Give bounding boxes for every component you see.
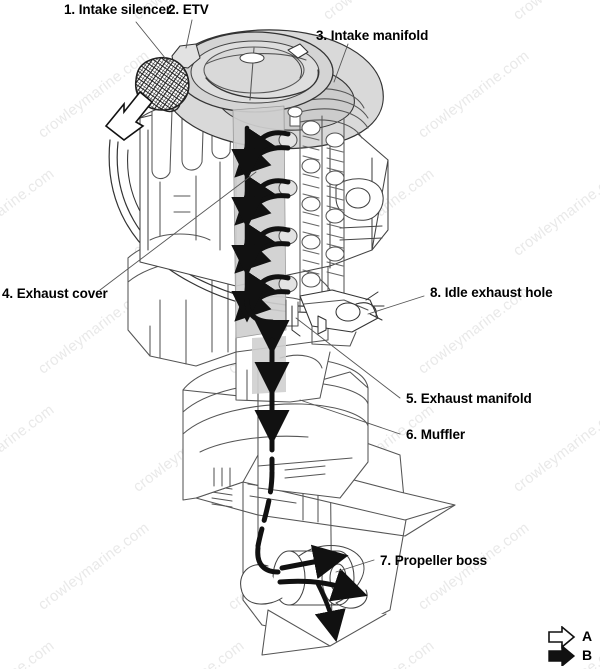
legend-letter-b: B <box>582 647 593 663</box>
callout-label-3: 3. Intake manifold <box>316 28 429 43</box>
legend-arrow-solid-icon <box>548 644 576 666</box>
leader-lines <box>99 19 425 573</box>
callout-label-5: 5. Exhaust manifold <box>406 391 532 406</box>
etv-throttle-body <box>171 31 334 113</box>
legend-arrow-outline-icon <box>548 626 576 649</box>
legend-letter-a: A <box>582 628 593 644</box>
callout-label-4: 4. Exhaust cover <box>2 286 108 301</box>
callout-label-7: 7. Propeller boss <box>380 553 488 568</box>
legend-arrows <box>548 626 576 666</box>
callout-label-1: 1. Intake silencer <box>64 2 172 17</box>
callout-label-2: 2. ETV <box>168 2 209 17</box>
idle-exhaust-hole-assembly <box>291 289 385 347</box>
callout-label-8: 8. Idle exhaust hole <box>430 285 553 300</box>
callout-label-6: 6. Muffler <box>406 427 466 442</box>
valve-train <box>278 106 345 327</box>
exhaust-flow-arrows <box>231 125 368 643</box>
intake-air-arrow-a <box>104 90 154 142</box>
intake-silencer <box>135 56 190 113</box>
